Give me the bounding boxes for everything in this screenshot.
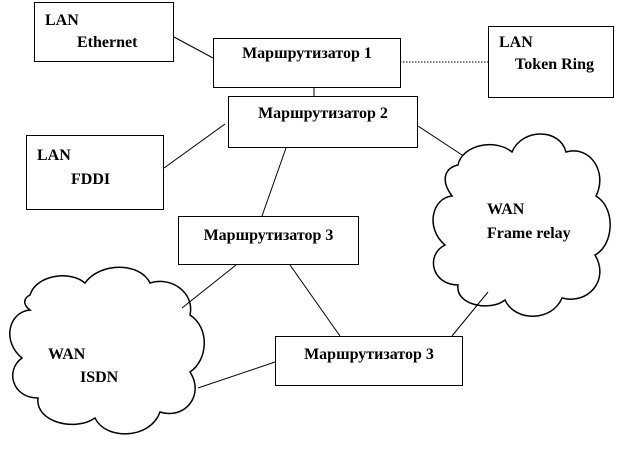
lan-fddi-type: LAN: [37, 147, 71, 164]
lan-ethernet-type: LAN: [45, 12, 79, 29]
lan-ethernet-box: LAN Ethernet: [34, 2, 174, 62]
router-3-lower-label: Маршрутизатор 3: [304, 346, 434, 363]
router-1-box: Маршрутизатор 1: [213, 38, 401, 88]
router-3-upper-box: Маршрутизатор 3: [178, 216, 359, 265]
link-ethernet-router1: [173, 36, 214, 59]
link-router3-upper-router3-lower: [289, 264, 341, 337]
cloud-wan-isdn: [9, 266, 205, 435]
wan-isdn-name: ISDN: [80, 369, 119, 386]
router-2-label: Маршрутизатор 2: [258, 105, 388, 122]
router-3-upper-label: Маршрутизатор 3: [203, 227, 334, 244]
lan-ethernet-name: Ethernet: [77, 34, 138, 51]
link-router2-frame-relay: [417, 125, 463, 156]
link-router3-lower-frame-relay: [451, 291, 489, 337]
link-router3-lower-isdn: [197, 361, 276, 389]
lan-fddi-box: LAN FDDI: [26, 135, 164, 210]
cloud-wan-frame-relay: [432, 133, 611, 317]
link-router2-fddi: [163, 123, 226, 169]
lan-fddi-name: FDDI: [71, 171, 111, 188]
wan-isdn-type: WAN: [48, 346, 86, 363]
wan-frame-relay-name: Frame relay: [487, 225, 571, 242]
lan-token-ring-box: LAN Token Ring: [488, 26, 614, 98]
router-1-label: Маршрутизатор 1: [242, 45, 372, 62]
wan-frame-relay-type: WAN: [487, 201, 525, 218]
link-router3-upper-isdn: [181, 264, 237, 309]
lan-token-ring-name: Token Ring: [515, 56, 594, 73]
link-router2-router3-upper: [261, 147, 287, 217]
lan-token-ring-type: LAN: [499, 34, 533, 51]
router-3-lower-box: Маршрутизатор 3: [275, 336, 463, 386]
router-2-box: Маршрутизатор 2: [228, 96, 418, 148]
